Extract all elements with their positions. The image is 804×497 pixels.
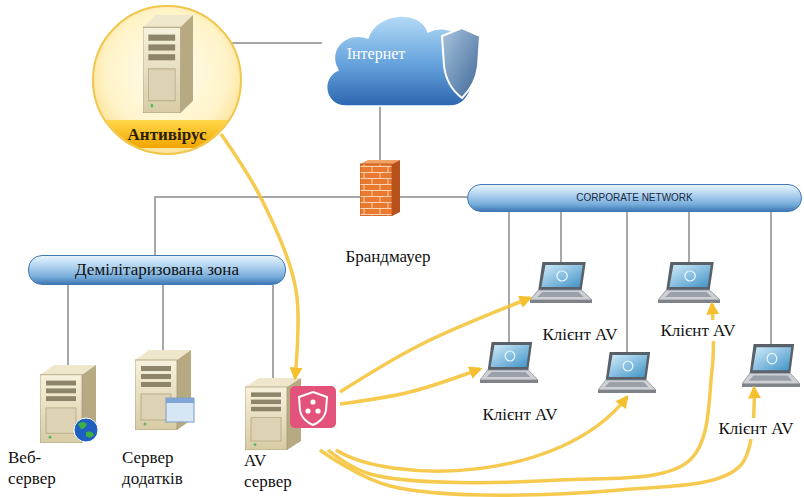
update-arrow <box>336 397 627 471</box>
laptop-icon <box>530 262 592 303</box>
laptop-icon <box>742 344 800 387</box>
network-link <box>770 212 772 344</box>
client-laptop: Клієнт AV <box>530 262 592 304</box>
network-link <box>400 196 467 198</box>
node-label: Сервер додатків <box>120 447 204 490</box>
laptop-icon <box>658 262 720 303</box>
node-label: Брандмауер <box>343 246 432 267</box>
network-link <box>560 212 562 262</box>
firewall: Брандмауер <box>360 160 400 216</box>
node-label: Клієнт AV <box>541 324 620 345</box>
network-link <box>508 212 510 342</box>
node-label: AV сервер <box>242 450 308 493</box>
node-label: Клієнт AV <box>659 320 738 341</box>
network-link <box>688 212 690 262</box>
client-laptop: Клієнт AV <box>658 262 720 304</box>
globe-badge <box>74 418 98 442</box>
web-server: Веб- сервер <box>40 365 96 443</box>
network-bus: Демілітаризована зона <box>28 255 286 285</box>
network-link <box>232 42 322 44</box>
network-link <box>162 285 164 350</box>
antivirus-circle: Антивірус <box>92 1 242 159</box>
network-link <box>379 104 381 160</box>
update-arrow <box>340 298 530 392</box>
network-bus: CORPORATE NETWORK <box>467 184 802 212</box>
update-arrow <box>320 388 754 495</box>
window-badge <box>166 398 194 422</box>
node-label: Інтернет <box>347 44 406 64</box>
server-icon <box>143 15 193 113</box>
app-server: Сервер додатків <box>135 350 191 430</box>
node-label: Клієнт AV <box>481 404 560 425</box>
node-label: Демілітаризована зона <box>75 259 239 280</box>
internet-cloud: Інтернет <box>316 6 480 110</box>
antivirus-badge <box>290 386 336 428</box>
label-band <box>92 120 242 148</box>
laptop-icon <box>480 342 538 383</box>
circle-outline <box>93 6 241 154</box>
network-link <box>67 285 69 365</box>
node-label: Антивірус <box>128 124 207 145</box>
update-arrow <box>340 369 480 404</box>
client-laptop: Клієнт AV <box>742 344 800 388</box>
client-laptop: Клієнт AV <box>480 342 538 384</box>
firewall-icon <box>360 160 400 216</box>
update-arrow <box>328 304 713 483</box>
node-label: CORPORATE NETWORK <box>576 192 692 205</box>
laptop-icon <box>598 352 656 393</box>
node-label: Веб- сервер <box>6 447 76 490</box>
av-server: AV сервер <box>245 378 340 450</box>
node-label: Клієнт AV <box>717 418 796 439</box>
shield-icon <box>442 28 480 98</box>
network-link <box>272 285 274 378</box>
network-link <box>155 197 360 255</box>
network-wire <box>626 212 628 352</box>
